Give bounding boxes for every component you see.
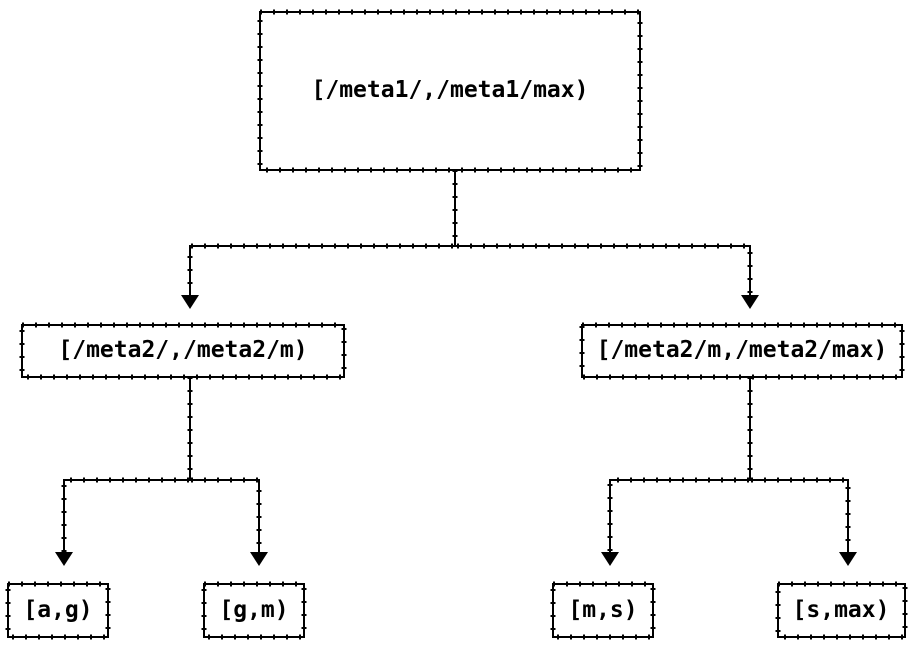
node-meta2-left: [/meta2/,/meta2/m) — [19, 322, 347, 380]
edge-path — [454, 170, 751, 295]
edge-path — [189, 377, 260, 552]
node-box — [259, 11, 641, 171]
node-leaf-ms: [m,s) — [550, 581, 656, 640]
node-label: [a,g) — [23, 597, 92, 623]
edge-path — [189, 170, 456, 295]
edge-joint-ticks — [452, 170, 753, 295]
arrowhead-icon — [741, 295, 759, 309]
node-label: [/meta2/m,/meta2/max) — [597, 337, 888, 363]
node-box — [7, 583, 109, 638]
node-box — [552, 583, 654, 638]
node-meta2-right: [/meta2/m,/meta2/max) — [579, 322, 905, 380]
edge-meta2-right-to-leaf-ms — [601, 377, 753, 566]
node-box — [581, 324, 903, 378]
node-root: [/meta1/,/meta1/max) — [257, 9, 643, 173]
edge-joint-ticks — [61, 377, 193, 552]
node-leaf-smax: [s,max) — [775, 581, 908, 640]
node-label: [/meta2/,/meta2/m) — [58, 337, 307, 363]
edge-meta2-left-to-leaf-gm — [187, 377, 268, 566]
edge-path — [63, 377, 191, 552]
node-label: [/meta1/,/meta1/max) — [312, 77, 589, 103]
node-border-ticks — [19, 322, 347, 380]
node-box — [203, 583, 305, 638]
node-box — [21, 324, 345, 378]
edge-joint-ticks — [607, 377, 753, 552]
node-border-ticks — [257, 9, 643, 173]
node-leaf-ag: [a,g) — [5, 581, 111, 640]
edge-joint-ticks — [747, 377, 851, 552]
arrowhead-icon — [55, 552, 73, 566]
edge-path — [609, 377, 751, 552]
edge-meta2-right-to-leaf-smax — [747, 377, 857, 566]
arrowhead-icon — [250, 552, 268, 566]
edge-joint-ticks — [187, 170, 458, 295]
edge-joint-ticks — [187, 377, 262, 552]
edge-root-to-meta2-right — [452, 170, 759, 309]
arrowhead-icon — [181, 295, 199, 309]
arrowhead-icon — [839, 552, 857, 566]
node-leaf-gm: [g,m) — [201, 581, 307, 640]
node-label: [s,max) — [793, 597, 890, 623]
edge-path — [749, 377, 849, 552]
node-label: [m,s) — [568, 597, 637, 623]
node-label: [g,m) — [219, 597, 288, 623]
edge-root-to-meta2-left — [181, 170, 458, 309]
node-box — [777, 583, 906, 638]
edge-meta2-left-to-leaf-ag — [55, 377, 193, 566]
arrowhead-icon — [601, 552, 619, 566]
